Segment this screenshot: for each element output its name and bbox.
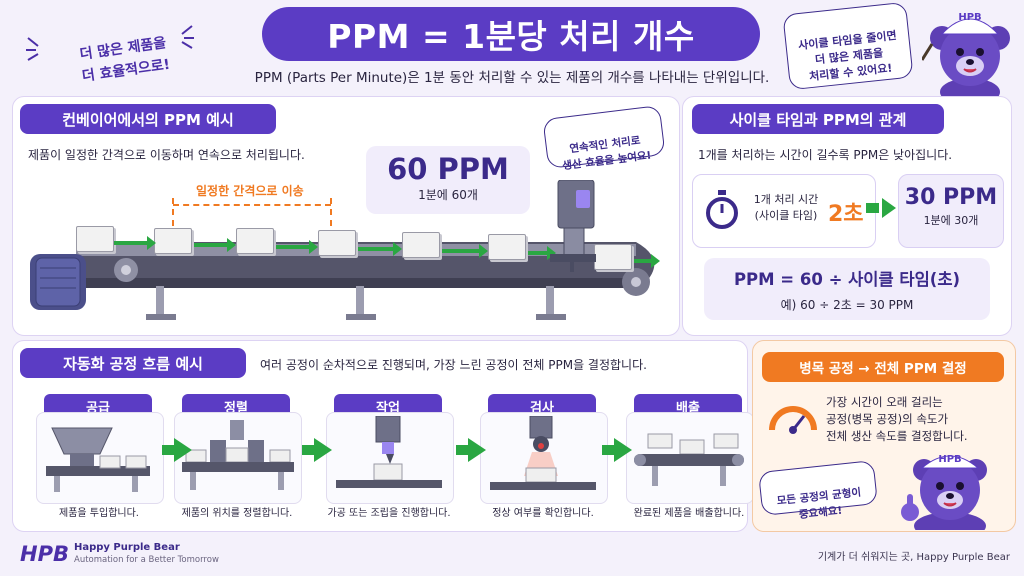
bear-speech-text: 사이클 타임을 줄이면 더 많은 제품을 처리할 수 있어요! xyxy=(797,28,898,84)
bear-mascot-icon xyxy=(922,18,1010,100)
conveyor-header: 컨베이어에서의 PPM 예시 xyxy=(20,104,276,134)
bear-hat-label-bottom: HPB xyxy=(938,454,962,465)
ppm-value-card: 60 PPM 1분에 60개 xyxy=(366,146,530,214)
step-caption-inspect: 정상 여부를 확인합니다. xyxy=(492,508,594,519)
flow-arrow-icon xyxy=(194,238,236,252)
ppm-sub: 1분에 60개 xyxy=(418,188,478,202)
footer-tagline: Automation for a Better Tomorrow xyxy=(74,555,219,565)
interval-label: 일정한 간격으로 이송 xyxy=(196,184,304,198)
flow-arrow-icon xyxy=(276,240,318,254)
cycle-ppm-sub: 1분에 30개 xyxy=(923,214,979,227)
formula-text: PPM = 60 ÷ 사이클 타임(초) xyxy=(733,270,961,289)
drill-icon xyxy=(336,416,442,488)
step-caption-work: 가공 또는 조립을 진행합니다. xyxy=(327,508,451,519)
step-arrow-icon xyxy=(456,438,486,462)
stopwatch-icon xyxy=(706,190,738,229)
inspection-camera-icon xyxy=(490,416,596,490)
interval-marker-right xyxy=(330,198,332,226)
cycle-ppm-card: 30 PPM 1분에 30개 xyxy=(898,174,1004,248)
bear-hat-label: HPB xyxy=(958,12,982,23)
sensor-machine-icon xyxy=(550,180,596,272)
page-title: PPM = 1분당 처리 개수 xyxy=(262,7,760,61)
bottleneck-header: 병목 공정 → 전체 PPM 결정 xyxy=(762,352,1004,382)
flow-arrow-icon xyxy=(114,236,156,250)
formula-card: PPM = 60 ÷ 사이클 타임(초) 예) 60 ÷ 2초 = 30 PPM xyxy=(704,258,990,320)
interval-line xyxy=(173,204,331,206)
ppm-value: 60 PPM xyxy=(387,152,509,186)
step-caption-output: 완료된 제품을 배출합니다. xyxy=(633,508,745,519)
cycle-ppm-value: 30 PPM xyxy=(904,185,998,210)
result-arrow-icon xyxy=(866,198,896,218)
flow-arrow-icon xyxy=(528,246,556,260)
step-arrow-icon xyxy=(602,438,632,462)
bottleneck-text-line3: 전체 생산 속도를 결정합니다. xyxy=(826,429,968,443)
flow-arrow-icon xyxy=(358,242,402,256)
cycle-time-label-line2: (사이클 타임) xyxy=(754,209,818,222)
formula-example: 예) 60 ÷ 2초 = 30 PPM xyxy=(780,298,914,312)
bottleneck-text-line2: 공정(병목 공정)의 속도가 xyxy=(826,412,949,426)
interval-marker-left xyxy=(172,198,174,226)
step-arrow-icon xyxy=(302,438,332,462)
cycle-header: 사이클 타임과 PPM의 관계 xyxy=(692,104,944,134)
step-arrow-icon xyxy=(162,438,192,462)
flow-header: 자동화 공정 흐름 예시 xyxy=(20,348,246,378)
sparkle-icon xyxy=(181,25,194,49)
aligner-icon xyxy=(182,420,294,490)
step-caption-supply: 제품을 투입합니다. xyxy=(59,508,139,519)
bottleneck-text: 가장 시간이 오래 걸리는 공정(병목 공정)의 속도가 전체 생산 속도를 결… xyxy=(826,394,968,445)
bear-speech-bubble: 사이클 타임을 줄이면 더 많은 제품을 처리할 수 있어요! xyxy=(782,1,914,91)
product-box xyxy=(594,244,632,270)
speedometer-icon xyxy=(769,406,817,434)
footer-right-text: 기계가 더 쉬워지는 곳, Happy Purple Bear xyxy=(817,552,1010,563)
footer-brand: Happy Purple Bear xyxy=(74,542,180,553)
flow-arrow-icon xyxy=(634,254,660,268)
side-note-text: 더 많은 제품을 더 효율적으로! xyxy=(78,35,172,85)
cycle-description: 1개를 처리하는 시간이 길수록 PPM은 낮아집니다. xyxy=(698,148,953,162)
cycle-time-value: 2초 xyxy=(828,202,864,227)
page-subtitle: PPM (Parts Per Minute)은 1분 동안 처리할 수 있는 제… xyxy=(254,70,770,86)
bottleneck-text-line1: 가장 시간이 오래 걸리는 xyxy=(826,395,943,409)
flow-description: 여러 공정이 순차적으로 진행되며, 가장 느린 공정이 전체 PPM을 결정합… xyxy=(260,358,647,372)
product-box xyxy=(154,228,192,254)
cycle-time-label-line1: 1개 처리 시간 xyxy=(753,193,819,206)
footer-logo: HPB xyxy=(20,542,69,566)
product-box xyxy=(318,230,356,256)
hopper-icon xyxy=(46,427,150,492)
step-caption-align: 제품의 위치를 정렬합니다. xyxy=(181,508,293,519)
sparkle-icon xyxy=(26,37,39,61)
product-box xyxy=(402,232,440,258)
flow-arrow-icon xyxy=(442,244,488,258)
product-box xyxy=(236,228,274,254)
cycle-time-label: 1개 처리 시간 (사이클 타임) xyxy=(746,192,826,224)
product-box xyxy=(76,226,114,252)
bear-thumbs-up-icon xyxy=(901,455,987,530)
conveyor-description: 제품이 일정한 간격으로 이동하며 연속으로 처리됩니다. xyxy=(28,148,305,162)
product-box xyxy=(488,234,526,260)
output-conveyor-icon xyxy=(634,433,744,486)
